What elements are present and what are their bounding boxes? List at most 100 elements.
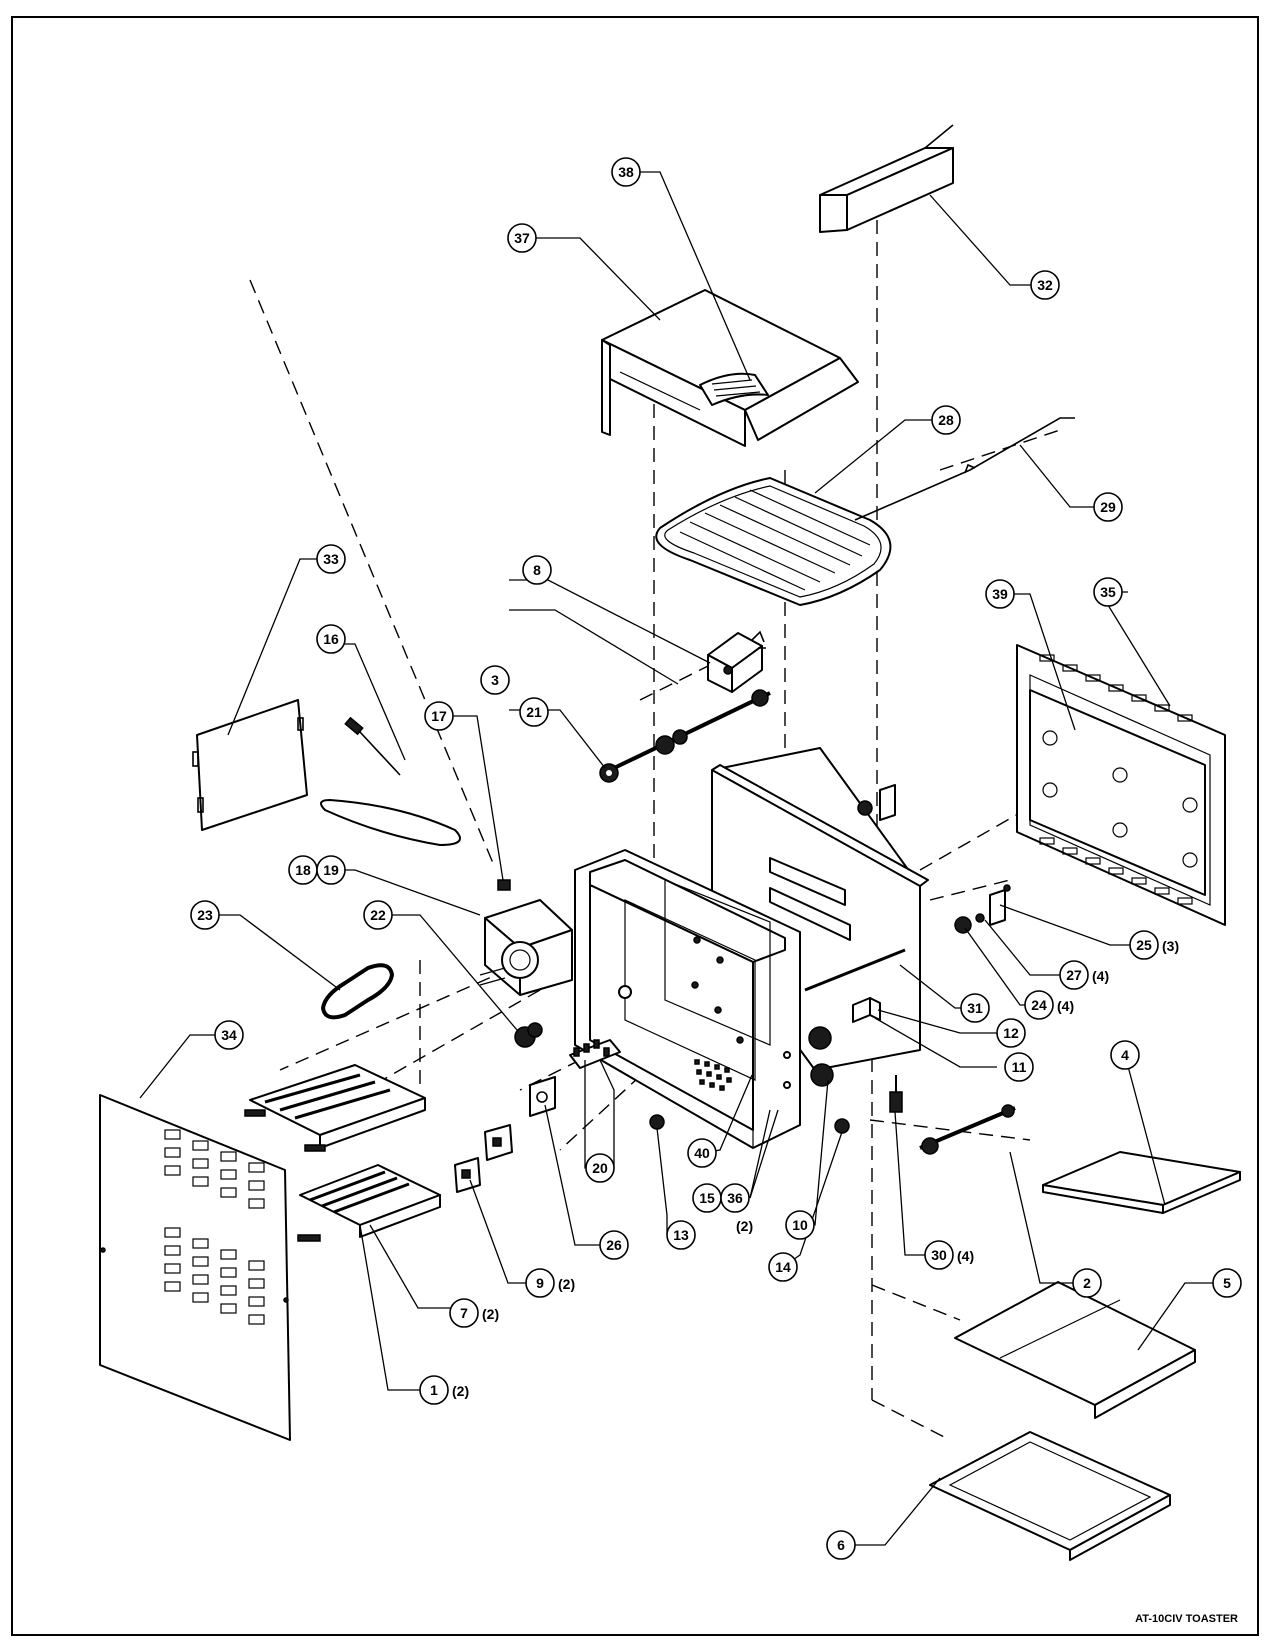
svg-text:15: 15 <box>699 1190 715 1206</box>
part-21-sprocket <box>599 763 619 783</box>
part-6-bottom-tray <box>929 1431 1171 1561</box>
callout-21: 21 <box>519 697 549 727</box>
part-38-label <box>699 372 769 406</box>
callout-33: 33 <box>316 544 346 574</box>
callout-23: 23 <box>190 900 220 930</box>
svg-text:10: 10 <box>792 1217 808 1233</box>
callout-22: 22 <box>363 900 393 930</box>
part-14-knob <box>834 1118 850 1134</box>
callout-31: 31 <box>960 993 990 1023</box>
svg-text:4: 4 <box>1121 1047 1129 1063</box>
svg-text:22: 22 <box>370 907 386 923</box>
svg-text:20: 20 <box>592 1160 608 1176</box>
svg-text:27: 27 <box>1066 967 1082 983</box>
callout-7: 7 <box>449 1298 479 1328</box>
callout-28: 28 <box>931 405 961 435</box>
callout-16: 16 <box>316 624 346 654</box>
callout-24: 24 <box>1024 990 1054 1020</box>
callout-7-qty: (2) <box>482 1306 499 1322</box>
callout-8: 8 <box>522 555 552 585</box>
callout-10: 10 <box>785 1210 815 1240</box>
part-26-plate <box>529 1076 556 1117</box>
svg-text:39: 39 <box>992 586 1008 602</box>
callout-18: 18 <box>288 855 318 885</box>
callout-9-qty: (2) <box>558 1276 575 1292</box>
callout-9: 9 <box>525 1268 555 1298</box>
callout-27: 27 <box>1059 960 1089 990</box>
part-16-power-cord <box>320 716 461 846</box>
svg-text:1: 1 <box>430 1382 438 1398</box>
svg-text:7: 7 <box>460 1305 468 1321</box>
callout-13: 13 <box>666 1220 696 1250</box>
svg-text:3: 3 <box>491 672 499 688</box>
callout-15: 15 <box>692 1183 722 1213</box>
svg-text:35: 35 <box>1100 584 1116 600</box>
callout-10-qty: (2) <box>736 1218 753 1234</box>
svg-text:31: 31 <box>967 1000 983 1016</box>
callout-30: 30 <box>924 1240 954 1270</box>
svg-text:36: 36 <box>727 1190 743 1206</box>
part-30-foot <box>889 1075 903 1113</box>
callout-25-qty: (3) <box>1162 938 1179 954</box>
svg-text:5: 5 <box>1223 1275 1231 1291</box>
part-33-left-side-panel <box>192 699 308 831</box>
part-40-vent <box>694 1059 732 1091</box>
callout-5: 5 <box>1212 1268 1242 1298</box>
callout-17: 17 <box>424 701 454 731</box>
callout-30-qty: (4) <box>957 1248 974 1264</box>
callout-35: 35 <box>1093 577 1123 607</box>
callout-25: 25 <box>1129 930 1159 960</box>
svg-text:34: 34 <box>221 1027 237 1043</box>
callout-3: 3 <box>480 665 510 695</box>
callout-39: 39 <box>985 579 1015 609</box>
callout-14: 14 <box>768 1252 798 1282</box>
part-20-terminal-block <box>569 1039 621 1069</box>
vent-slots-right-panel <box>1039 654 1193 905</box>
part-24-25-27-bearings <box>857 784 1011 934</box>
svg-text:17: 17 <box>431 708 447 724</box>
svg-text:25: 25 <box>1136 937 1152 953</box>
callout-20: 20 <box>585 1153 615 1183</box>
svg-text:30: 30 <box>931 1247 947 1263</box>
leader-lines <box>139 171 1213 1546</box>
part-3-drive-shaft <box>609 689 771 772</box>
svg-text:12: 12 <box>1003 1025 1019 1041</box>
callout-26: 26 <box>599 1230 629 1260</box>
callout-38: 38 <box>611 157 641 187</box>
part-39-insulation-panel <box>1029 689 1206 896</box>
part-17-strain-relief <box>497 879 511 891</box>
part-22-gear <box>514 1022 543 1048</box>
callout-32: 32 <box>1030 270 1060 300</box>
part-10-knobs <box>808 1026 834 1087</box>
part-11-12-switch <box>852 997 881 1023</box>
main-chassis <box>574 747 929 1149</box>
svg-text:9: 9 <box>536 1275 544 1291</box>
callout-36: 36 <box>720 1183 750 1213</box>
part-5-crumb-tray <box>954 1281 1196 1419</box>
part-8-drive-motor <box>707 630 766 693</box>
drawing-border <box>11 16 1259 1636</box>
svg-text:32: 32 <box>1037 277 1053 293</box>
svg-text:40: 40 <box>694 1145 710 1161</box>
part-18-19-fan <box>479 899 573 996</box>
callout-6: 6 <box>826 1530 856 1560</box>
svg-text:23: 23 <box>197 907 213 923</box>
part-9-relays <box>454 1124 513 1193</box>
svg-text:33: 33 <box>323 551 339 567</box>
part-28-conveyor-belt <box>655 477 892 606</box>
svg-text:38: 38 <box>618 164 634 180</box>
part-2-lower-shaft <box>919 1104 1016 1155</box>
part-23-element <box>321 963 394 1020</box>
svg-text:29: 29 <box>1100 499 1116 515</box>
callout-4: 4 <box>1110 1040 1140 1070</box>
part-34-front-panel <box>99 1094 291 1441</box>
svg-text:13: 13 <box>673 1227 689 1243</box>
svg-text:19: 19 <box>323 862 339 878</box>
drawing-title: AT-10CIV TOASTER <box>1135 1613 1238 1625</box>
svg-text:21: 21 <box>526 704 542 720</box>
part-31-rod <box>804 948 906 992</box>
svg-text:26: 26 <box>606 1237 622 1253</box>
svg-text:28: 28 <box>938 412 954 428</box>
callout-29: 29 <box>1093 492 1123 522</box>
